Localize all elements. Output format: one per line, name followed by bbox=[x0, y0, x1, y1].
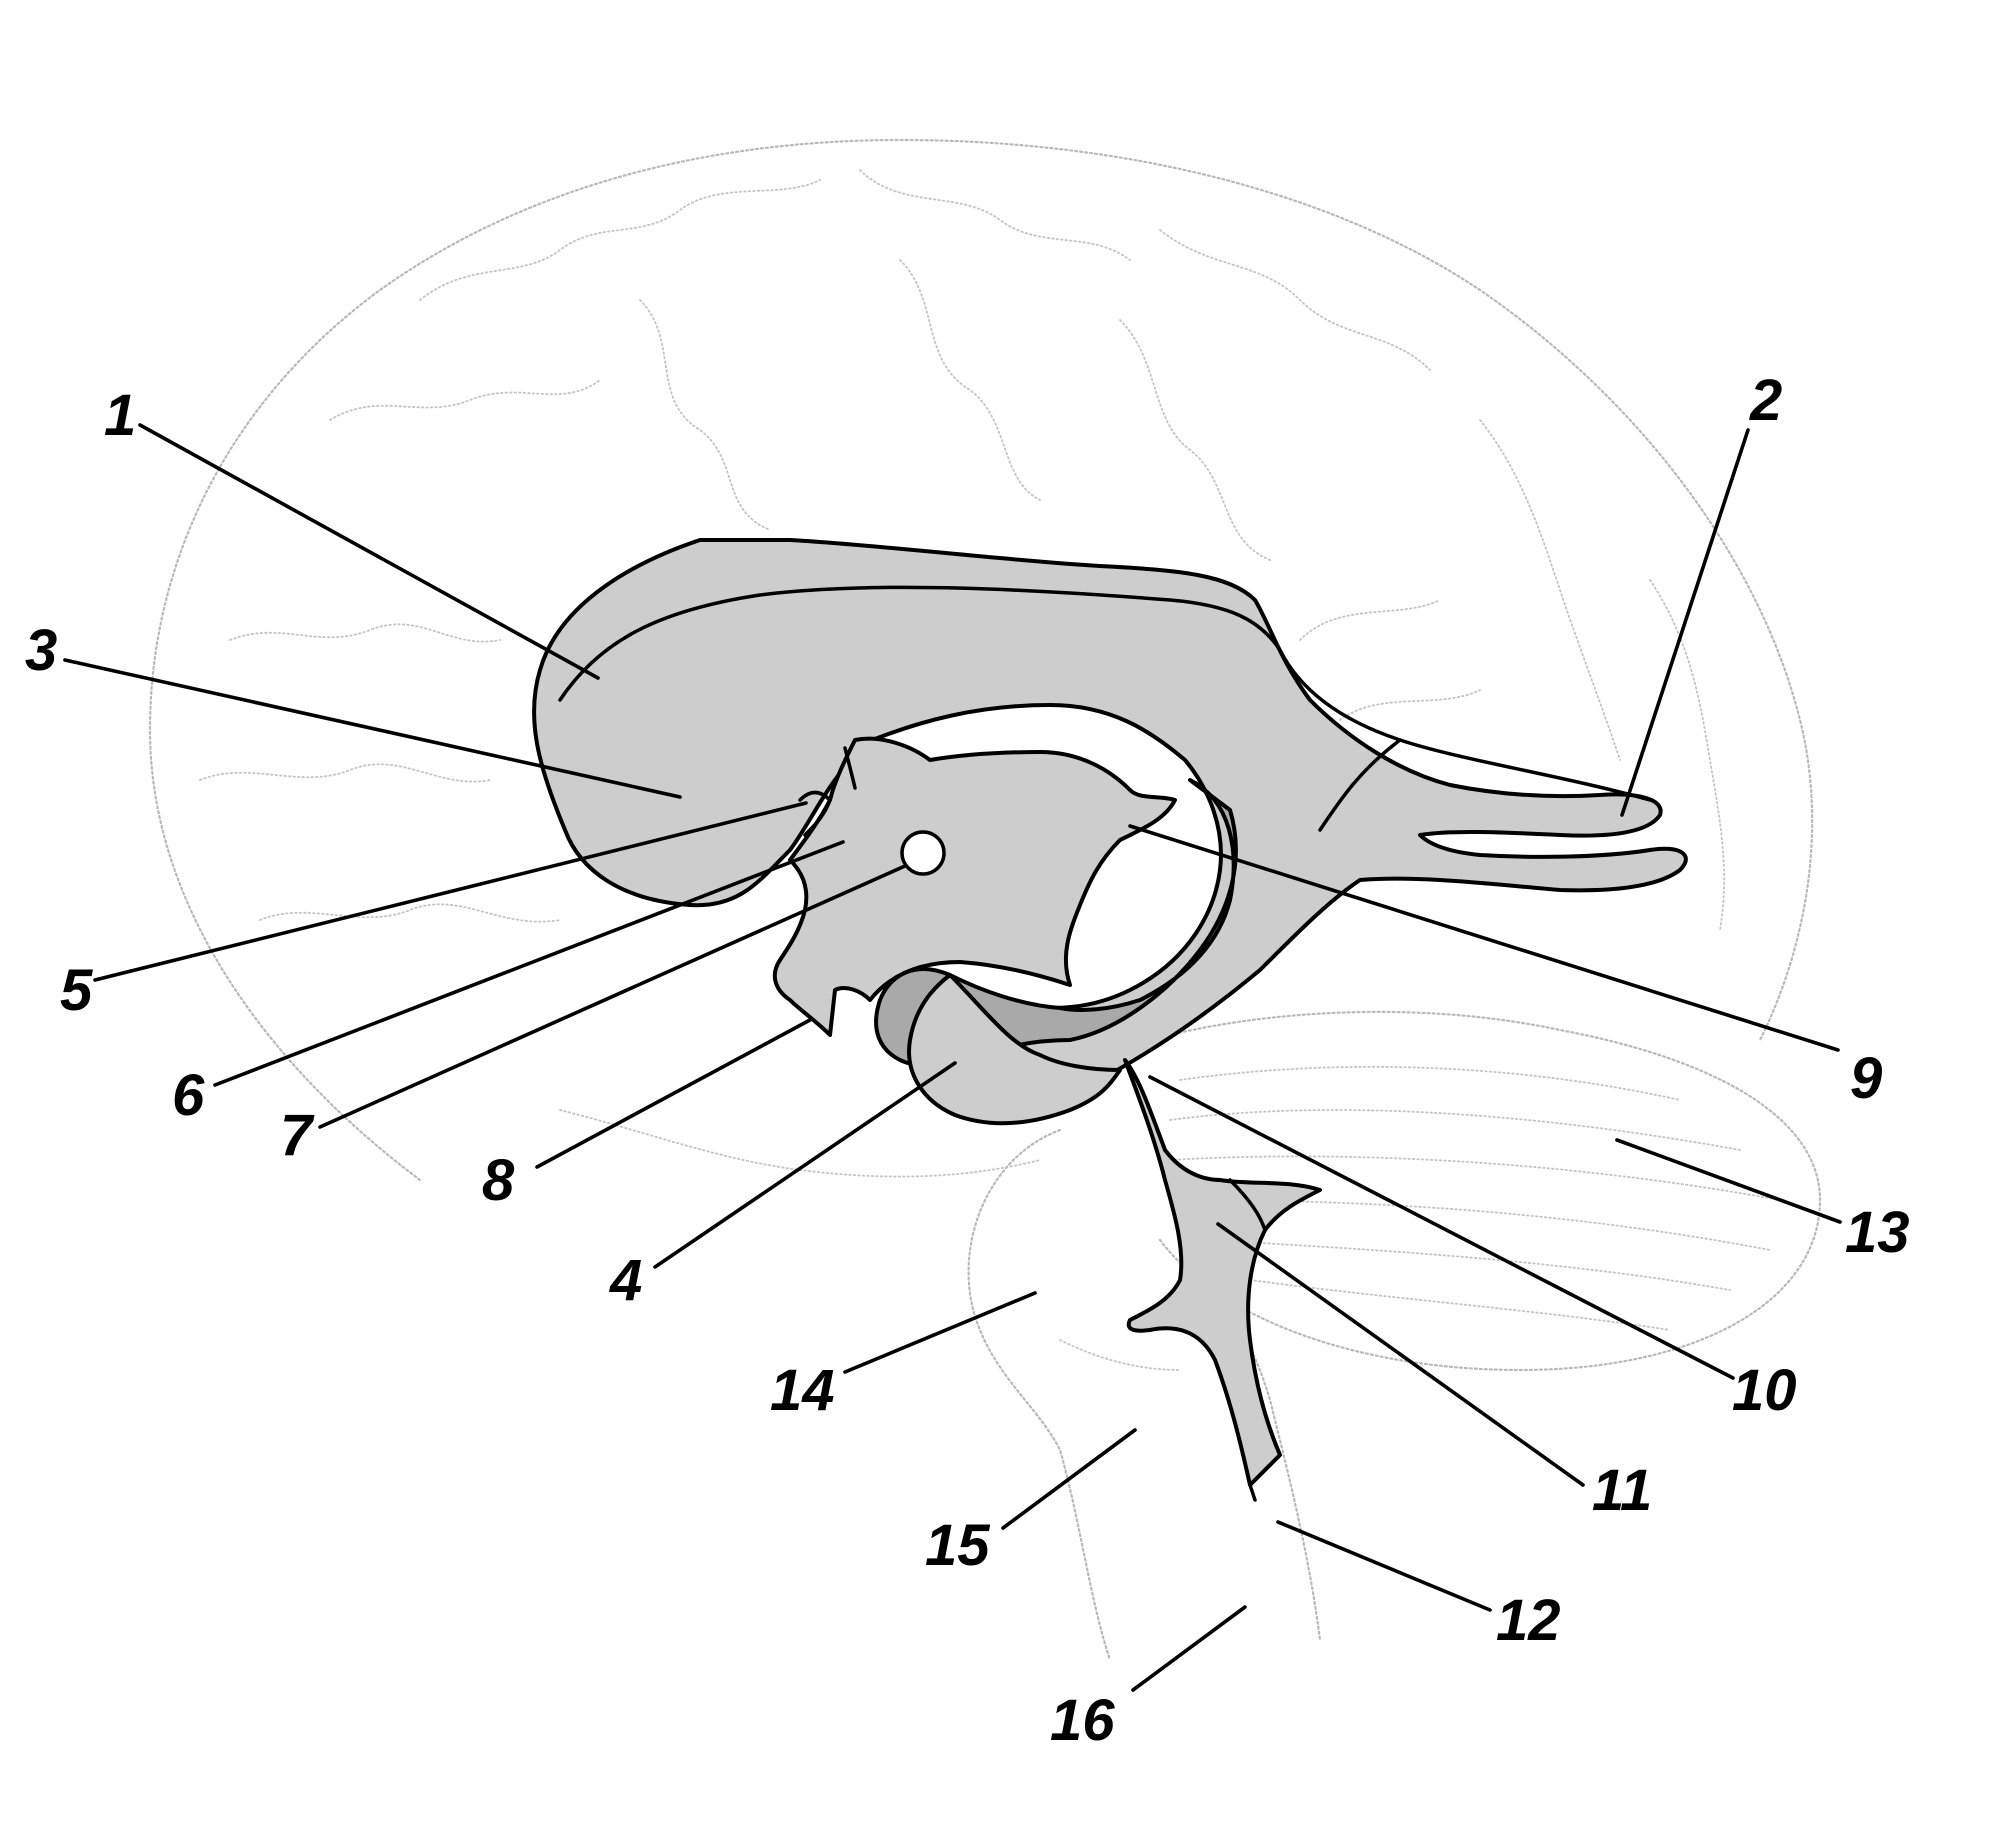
leader-lines bbox=[63, 423, 1842, 1692]
label-7: 7 bbox=[280, 1103, 315, 1168]
leader-15 bbox=[1001, 1428, 1137, 1530]
leader-16 bbox=[1131, 1605, 1247, 1692]
number-labels: 1 2 3 4 5 6 7 8 9 10 11 12 13 14 15 16 bbox=[25, 368, 1910, 1753]
label-6: 6 bbox=[172, 1063, 205, 1128]
leader-5 bbox=[93, 801, 808, 982]
third-ventricle bbox=[772, 736, 1177, 1037]
interthalamic-adhesion bbox=[900, 830, 946, 876]
leader-4 bbox=[653, 1061, 957, 1269]
label-10: 10 bbox=[1732, 1358, 1797, 1423]
label-9: 9 bbox=[1850, 1046, 1882, 1111]
leader-6 bbox=[213, 840, 845, 1087]
leader-13 bbox=[1615, 1138, 1842, 1224]
leader-11 bbox=[1216, 1222, 1585, 1487]
label-13: 13 bbox=[1845, 1200, 1910, 1265]
leader-12 bbox=[1276, 1520, 1492, 1612]
label-2: 2 bbox=[1749, 368, 1782, 433]
label-12: 12 bbox=[1496, 1588, 1561, 1653]
leader-7 bbox=[318, 864, 907, 1129]
leader-8 bbox=[535, 1018, 812, 1169]
leader-2 bbox=[1620, 428, 1750, 817]
leader-10 bbox=[1148, 1075, 1735, 1380]
label-14: 14 bbox=[770, 1358, 835, 1423]
brain-outline bbox=[148, 138, 1822, 1662]
label-11: 11 bbox=[1592, 1458, 1652, 1523]
inferior-horn-tip bbox=[907, 973, 1122, 1126]
label-1: 1 bbox=[104, 383, 136, 448]
leader-1 bbox=[138, 423, 600, 680]
label-4: 4 bbox=[609, 1248, 642, 1313]
fourth-ventricle bbox=[1123, 1058, 1322, 1487]
lateral-ventricle bbox=[532, 538, 1688, 1113]
leader-9 bbox=[1128, 824, 1840, 1052]
ventricular-system bbox=[532, 538, 1688, 1502]
label-16: 16 bbox=[1050, 1688, 1115, 1753]
label-15: 15 bbox=[925, 1513, 990, 1578]
leader-3 bbox=[63, 658, 682, 799]
label-5: 5 bbox=[60, 958, 93, 1023]
label-3: 3 bbox=[25, 618, 57, 683]
label-8: 8 bbox=[482, 1148, 515, 1213]
leader-14 bbox=[843, 1291, 1037, 1374]
